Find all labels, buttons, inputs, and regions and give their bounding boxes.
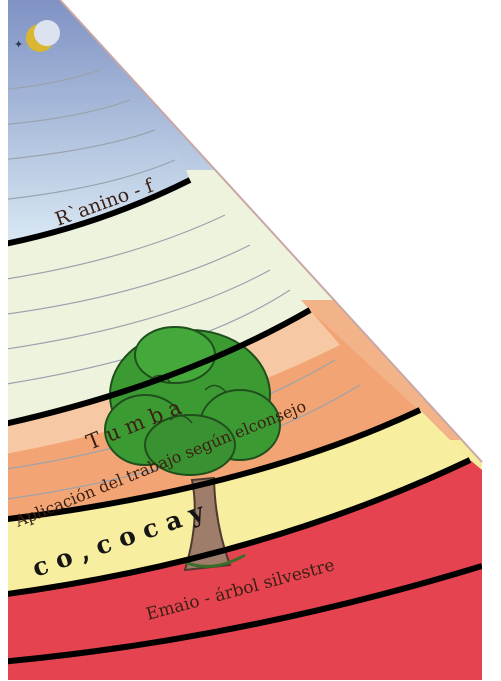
moon-icon (26, 20, 60, 52)
band-dividers (8, 177, 482, 665)
band-red-shaped (8, 460, 482, 680)
wedge-edge (59, 0, 483, 463)
band-green-shaped (8, 180, 310, 425)
thin-band-lines (8, 69, 361, 501)
tree-illustration (104, 326, 281, 572)
star-icon: ✦ (14, 38, 23, 51)
band-yellow-shaped (8, 410, 470, 595)
